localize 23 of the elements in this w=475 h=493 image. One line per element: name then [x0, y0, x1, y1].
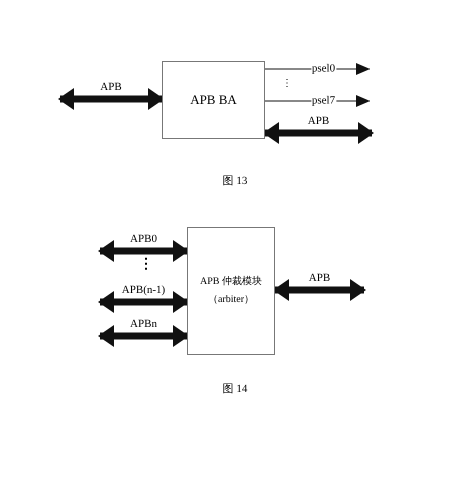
bus-arrow — [98, 325, 189, 347]
edge-label: psel0 — [310, 64, 336, 74]
edge-label: psel7 — [310, 96, 336, 106]
figure-caption: 图 13 — [222, 176, 248, 187]
bus-arrow — [263, 122, 374, 144]
bus-arrow — [273, 279, 366, 301]
bus-arrow — [98, 291, 189, 313]
box-label: APB BA — [190, 91, 237, 110]
edge-label: APB — [308, 273, 330, 284]
module-box — [162, 61, 265, 139]
box-label: APB 仲裁模块 — [200, 274, 262, 289]
edge-label: APB0 — [130, 234, 157, 245]
figure-caption: 图 14 — [222, 384, 248, 395]
bus-arrow — [58, 88, 164, 110]
ellipsis-mark: ⋮ — [139, 258, 153, 272]
module-box — [187, 227, 275, 355]
box-label: （arbiter） — [208, 293, 254, 307]
edge-label: APBn — [130, 319, 157, 330]
edge-label: APB — [100, 82, 122, 93]
edge-label: APB(n-1) — [122, 285, 166, 296]
ellipsis-mark: ⋮ — [282, 79, 292, 89]
edge-label: APB — [308, 116, 330, 127]
bus-arrow — [98, 240, 189, 262]
